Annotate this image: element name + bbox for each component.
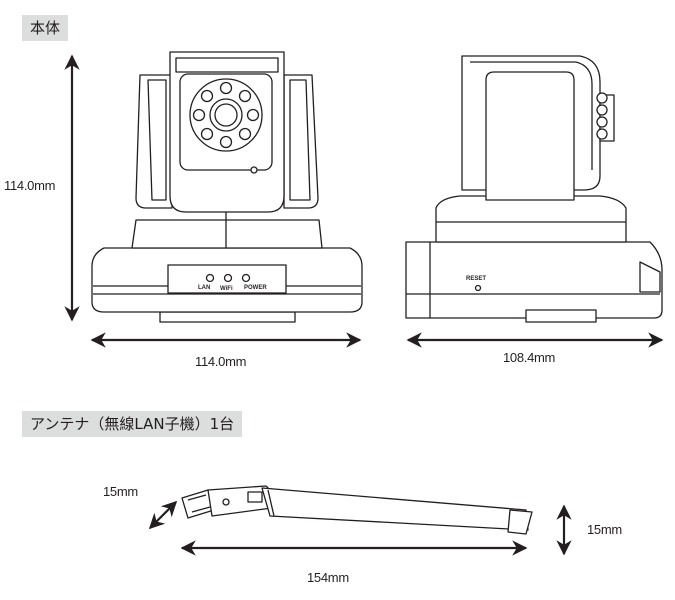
ir-leds bbox=[192, 81, 260, 149]
antenna-section-label: アンテナ（無線LAN子機）1台 bbox=[22, 411, 243, 437]
antenna-hinge bbox=[247, 491, 263, 503]
antenna-rod bbox=[261, 487, 529, 531]
side-view bbox=[405, 55, 663, 323]
antenna-tip bbox=[507, 509, 533, 535]
antenna-left-thickness-arrow bbox=[148, 500, 178, 530]
side-base bbox=[405, 241, 663, 319]
body-depth-label: 108.4mm bbox=[503, 350, 556, 365]
antenna-right-thickness-label: 15mm bbox=[587, 522, 622, 537]
reset-label: RESET bbox=[466, 276, 486, 282]
front-base-plate bbox=[159, 311, 296, 323]
dimension-arrows bbox=[64, 54, 664, 556]
antenna-length-label: 154mm bbox=[307, 570, 349, 585]
power-port-label: POWER bbox=[244, 285, 267, 291]
front-mic bbox=[250, 166, 258, 174]
front-neck bbox=[131, 219, 323, 249]
body-section-label: 本体 bbox=[22, 15, 69, 41]
wifi-port-label: WiFi bbox=[220, 286, 233, 292]
front-arm-right bbox=[283, 74, 319, 209]
body-width-label: 114.0mm bbox=[195, 354, 247, 369]
ir-ring bbox=[189, 78, 263, 152]
side-base-slot bbox=[639, 261, 661, 293]
front-arm-left bbox=[135, 74, 173, 209]
side-arm bbox=[485, 71, 575, 201]
side-base-plate bbox=[525, 309, 597, 323]
body-height-label: 114.0mm bbox=[4, 178, 56, 193]
front-view bbox=[91, 51, 363, 323]
lan-port-label: LAN bbox=[198, 285, 210, 291]
antenna-left-thickness-label: 15mm bbox=[103, 484, 138, 499]
reset-button bbox=[474, 284, 482, 292]
front-port-labels: LAN WiFi POWER bbox=[198, 285, 267, 292]
antenna bbox=[181, 485, 533, 535]
side-neck bbox=[435, 195, 627, 243]
